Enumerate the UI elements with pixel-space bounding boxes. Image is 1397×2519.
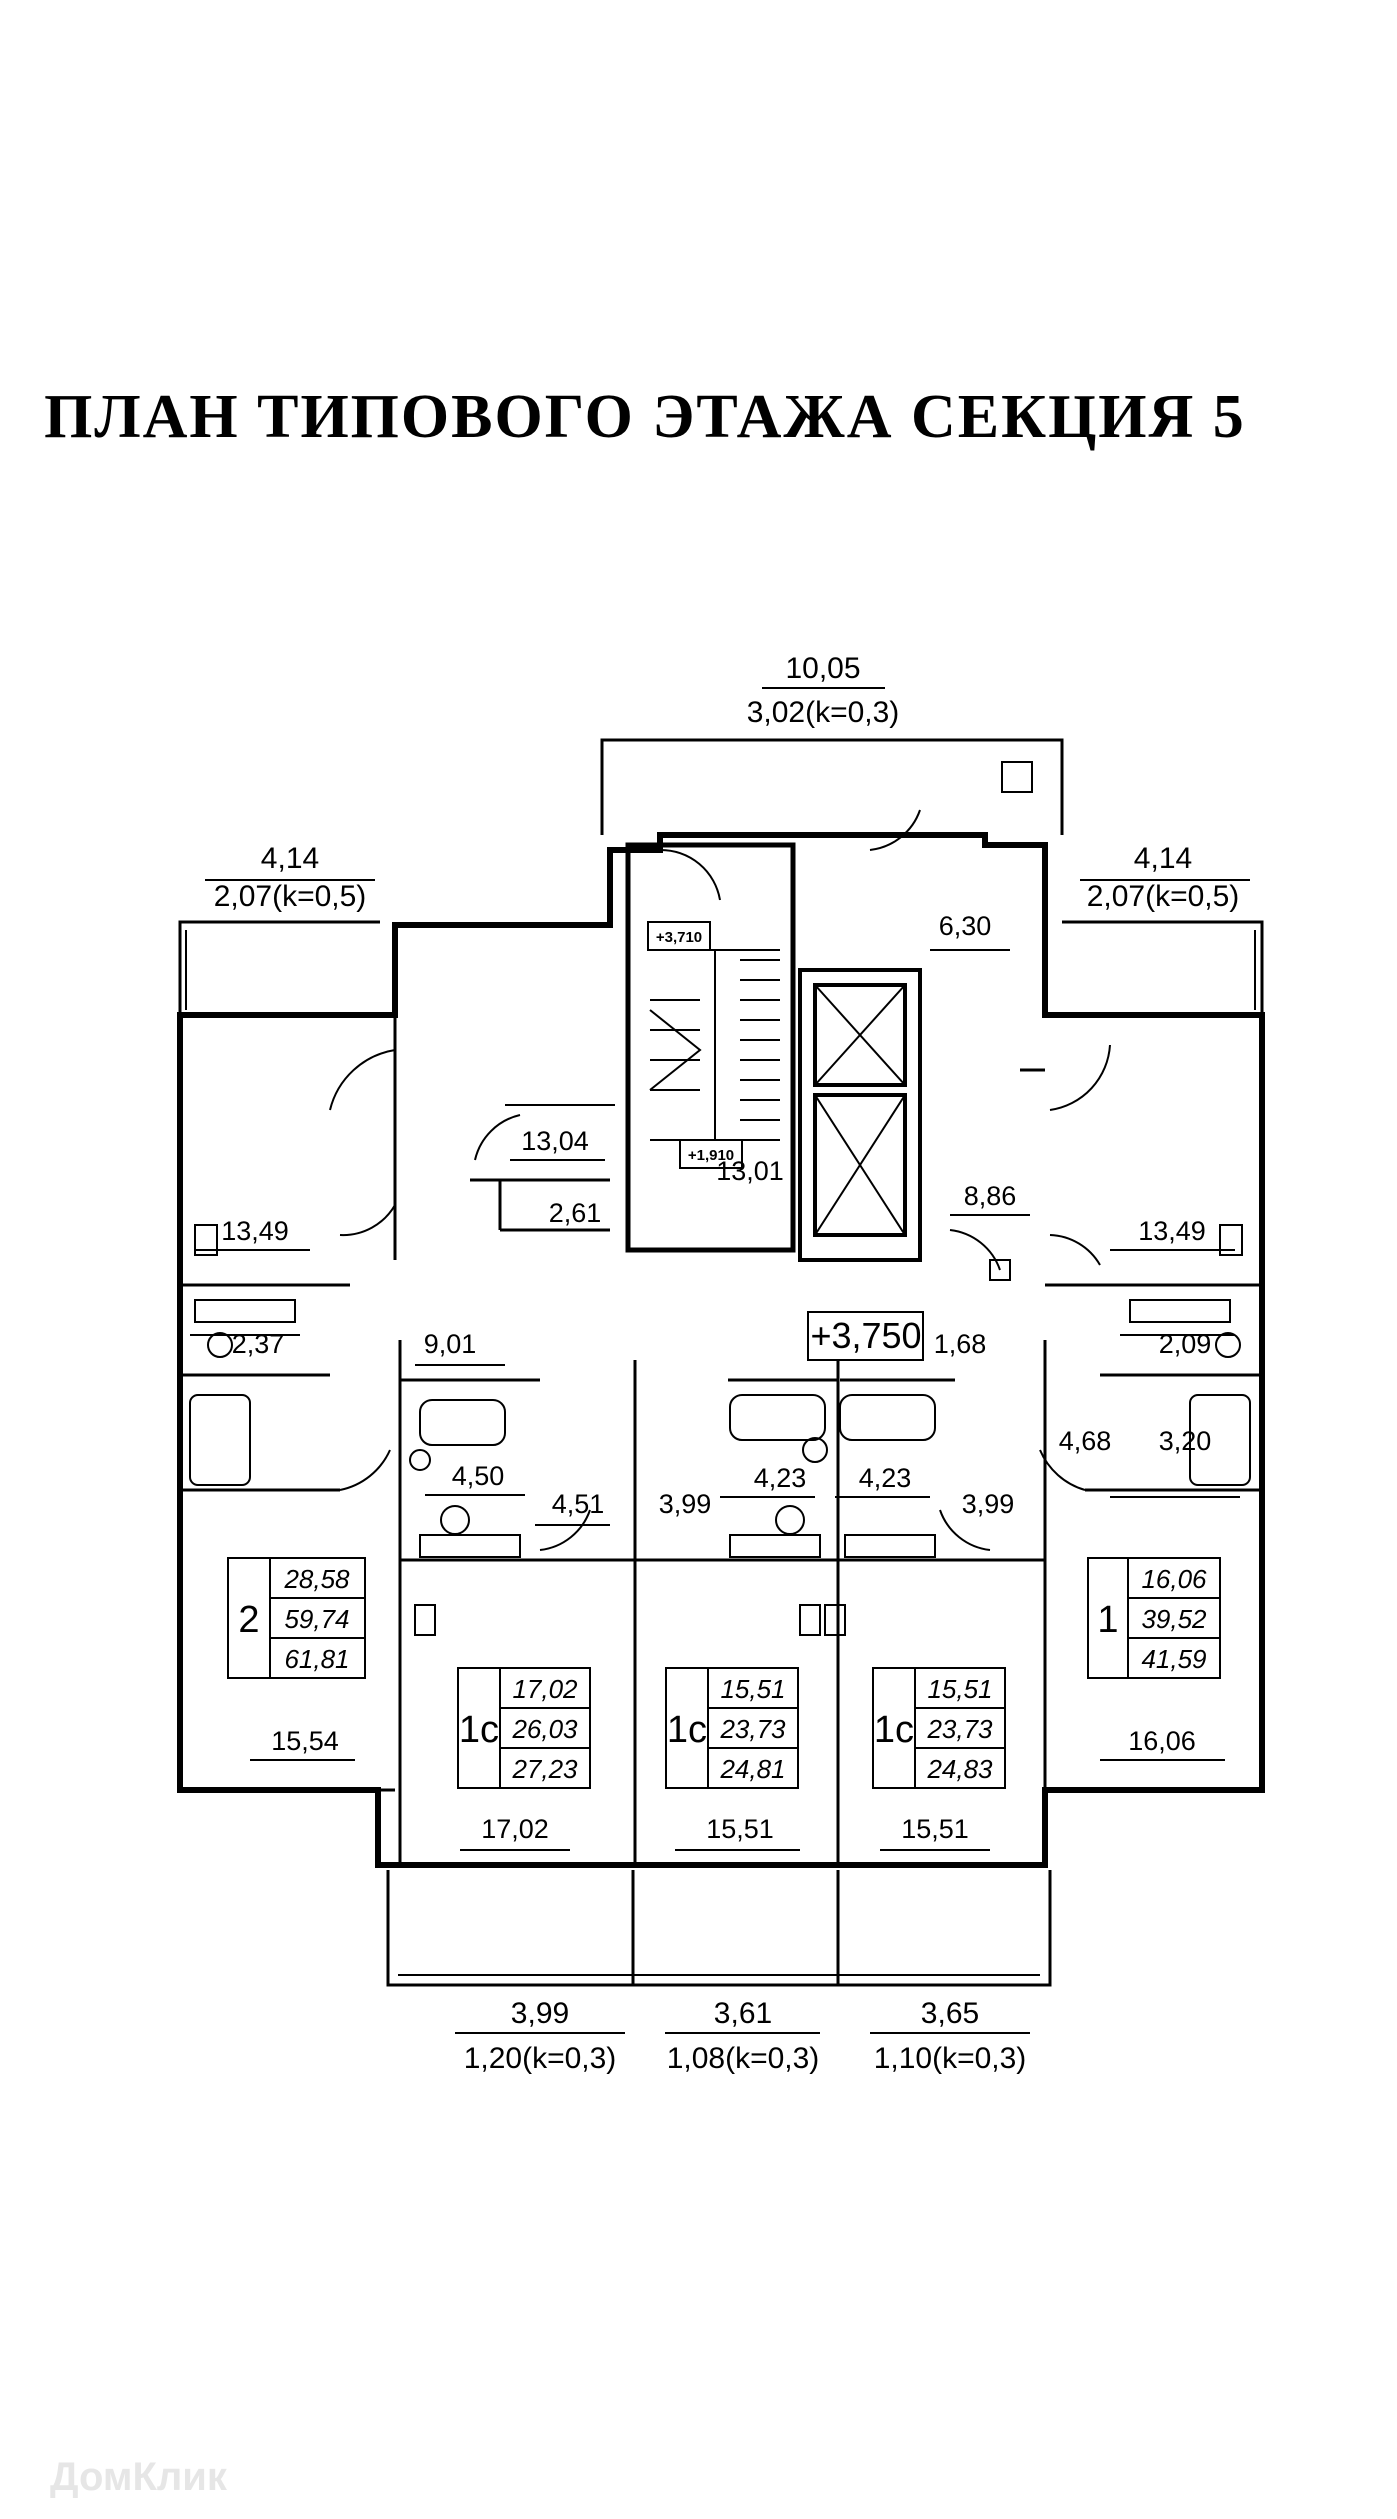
partitions bbox=[180, 1015, 1262, 1865]
page-title: ПЛАН ТИПОВОГО ЭТАЖА СЕКЦИЯ 5 bbox=[44, 383, 1246, 451]
room-right-bath: 2,09 bbox=[1159, 1329, 1212, 1359]
balcony-top-area: 10,05 bbox=[785, 652, 860, 685]
room-hall-4-68: 4,68 bbox=[1059, 1426, 1112, 1456]
room-living-17-02: 17,02 bbox=[481, 1814, 549, 1844]
apartment-living-area: 17,02 bbox=[512, 1674, 578, 1704]
room-hall-4-51: 4,51 bbox=[552, 1489, 605, 1519]
apartment-living-area: 16,06 bbox=[1141, 1564, 1207, 1594]
room-bath-4-23-a: 4,23 bbox=[754, 1463, 807, 1493]
stair-flights bbox=[649, 949, 780, 1141]
apartment-1: 1 16,06 39,52 41,59 bbox=[1097, 1564, 1207, 1674]
room-hall-9-01: 9,01 bbox=[424, 1329, 477, 1359]
balcony-bottom-3-area: 3,65 bbox=[921, 1997, 979, 2030]
elevation-landing-top: +3,710 bbox=[656, 929, 702, 946]
vent-ducts bbox=[194, 1259, 1231, 1558]
room-corridor-6-30: 6,30 bbox=[939, 911, 992, 941]
apartment-total-area: 26,03 bbox=[511, 1714, 578, 1744]
elevation-labels: +3,710 +1,910 +3,750 bbox=[656, 929, 922, 1356]
apartment-total-with-balcony: 41,59 bbox=[1141, 1644, 1206, 1674]
apartment-type: 1с bbox=[874, 1709, 914, 1751]
apartment-type: 1 bbox=[1097, 1599, 1118, 1641]
apartment-total-area: 23,73 bbox=[926, 1714, 993, 1744]
dimension-lines bbox=[190, 687, 1250, 2034]
apartment-boxes bbox=[227, 1557, 1221, 1789]
balcony-top-right-reduced: 2,07(k=0,5) bbox=[1087, 880, 1240, 913]
walls bbox=[177, 687, 1265, 2034]
apartment-total-with-balcony: 24,81 bbox=[719, 1754, 785, 1784]
balcony-top-left-reduced: 2,07(k=0,5) bbox=[214, 880, 367, 913]
outer-wall bbox=[177, 832, 1265, 1868]
apartment-1c-c: 1с 15,51 23,73 24,83 bbox=[874, 1674, 993, 1784]
room-labels: 13,01 13,04 2,61 8,86 6,30 13,49 13,49 2… bbox=[221, 911, 1211, 1844]
apartment-living-area: 15,51 bbox=[720, 1674, 785, 1704]
room-living-16-06: 16,06 bbox=[1128, 1726, 1196, 1756]
watermark: ДомКлик bbox=[50, 2455, 227, 2499]
apartment-total-with-balcony: 24,83 bbox=[926, 1754, 993, 1784]
apartment-type: 1с bbox=[459, 1709, 499, 1751]
elevator-shaft-2 bbox=[813, 1093, 907, 1237]
apartment-type: 2 bbox=[238, 1599, 259, 1641]
room-lift-hall: 8,86 bbox=[964, 1181, 1017, 1211]
apartment-1c-a: 1с 17,02 26,03 27,23 bbox=[459, 1674, 578, 1784]
room-bath-4-50: 4,50 bbox=[452, 1461, 505, 1491]
balcony-top-outline bbox=[600, 738, 1064, 835]
apartment-type: 1с bbox=[667, 1709, 707, 1751]
room-right-13-49: 13,49 bbox=[1138, 1216, 1206, 1246]
balcony-bottom-2-area: 3,61 bbox=[714, 1997, 772, 2030]
balcony-labels: 10,05 3,02(k=0,3) 4,14 2,07(k=0,5) 4,14 … bbox=[214, 652, 1240, 2075]
bathroom-fixtures bbox=[189, 1224, 1251, 1636]
apartment-2: 2 28,58 59,74 61,81 bbox=[238, 1564, 350, 1674]
balcony-right-outline bbox=[1062, 920, 1264, 1015]
elevator-shaft-1 bbox=[813, 983, 907, 1087]
room-stair: 13,01 bbox=[716, 1156, 784, 1186]
elevation-landing-bottom: +1,910 bbox=[688, 1147, 734, 1164]
elevation-floor: +3,750 bbox=[810, 1315, 921, 1356]
balcony-bottom-1-area: 3,99 bbox=[511, 1997, 569, 2030]
balcony-bottom-2-reduced: 1,08(k=0,3) bbox=[667, 2042, 820, 2075]
room-left-13-49: 13,49 bbox=[221, 1216, 289, 1246]
room-left-bath: 2,37 bbox=[232, 1329, 285, 1359]
room-hall-3-99-b: 3,99 bbox=[962, 1489, 1015, 1519]
apartment-total-area: 23,73 bbox=[719, 1714, 786, 1744]
room-living-15-54: 15,54 bbox=[271, 1726, 339, 1756]
apartment-1c-b: 1с 15,51 23,73 24,81 bbox=[667, 1674, 786, 1784]
room-living-15-51-a: 15,51 bbox=[706, 1814, 774, 1844]
apartment-living-area: 15,51 bbox=[927, 1674, 992, 1704]
room-living-15-51-b: 15,51 bbox=[901, 1814, 969, 1844]
door-swings bbox=[329, 809, 1111, 1551]
room-hall-3-99-a: 3,99 bbox=[659, 1489, 712, 1519]
balcony-top-left-area: 4,14 bbox=[261, 842, 319, 875]
apartment-living-area: 28,58 bbox=[283, 1564, 350, 1594]
room-bath-3-20: 3,20 bbox=[1159, 1426, 1212, 1456]
balcony-bottom-1-reduced: 1,20(k=0,3) bbox=[464, 2042, 617, 2075]
room-hall-1-68: 1,68 bbox=[934, 1329, 987, 1359]
balcony-bottom-outline bbox=[386, 1870, 1052, 1987]
room-2-61: 2,61 bbox=[549, 1198, 602, 1228]
room-13-04: 13,04 bbox=[521, 1126, 589, 1156]
apartment-total-area: 59,74 bbox=[284, 1604, 349, 1634]
balcony-top-right-area: 4,14 bbox=[1134, 842, 1192, 875]
apartment-total-area: 39,52 bbox=[1141, 1604, 1207, 1634]
apartment-total-with-balcony: 61,81 bbox=[284, 1644, 349, 1674]
balcony-top-reduced: 3,02(k=0,3) bbox=[747, 696, 900, 729]
balcony-bottom-3-reduced: 1,10(k=0,3) bbox=[874, 2042, 1027, 2075]
apartment-total-with-balcony: 27,23 bbox=[511, 1754, 578, 1784]
balcony-left-outline bbox=[178, 920, 380, 1015]
room-bath-4-23-b: 4,23 bbox=[859, 1463, 912, 1493]
stair-shaft bbox=[625, 842, 796, 1253]
